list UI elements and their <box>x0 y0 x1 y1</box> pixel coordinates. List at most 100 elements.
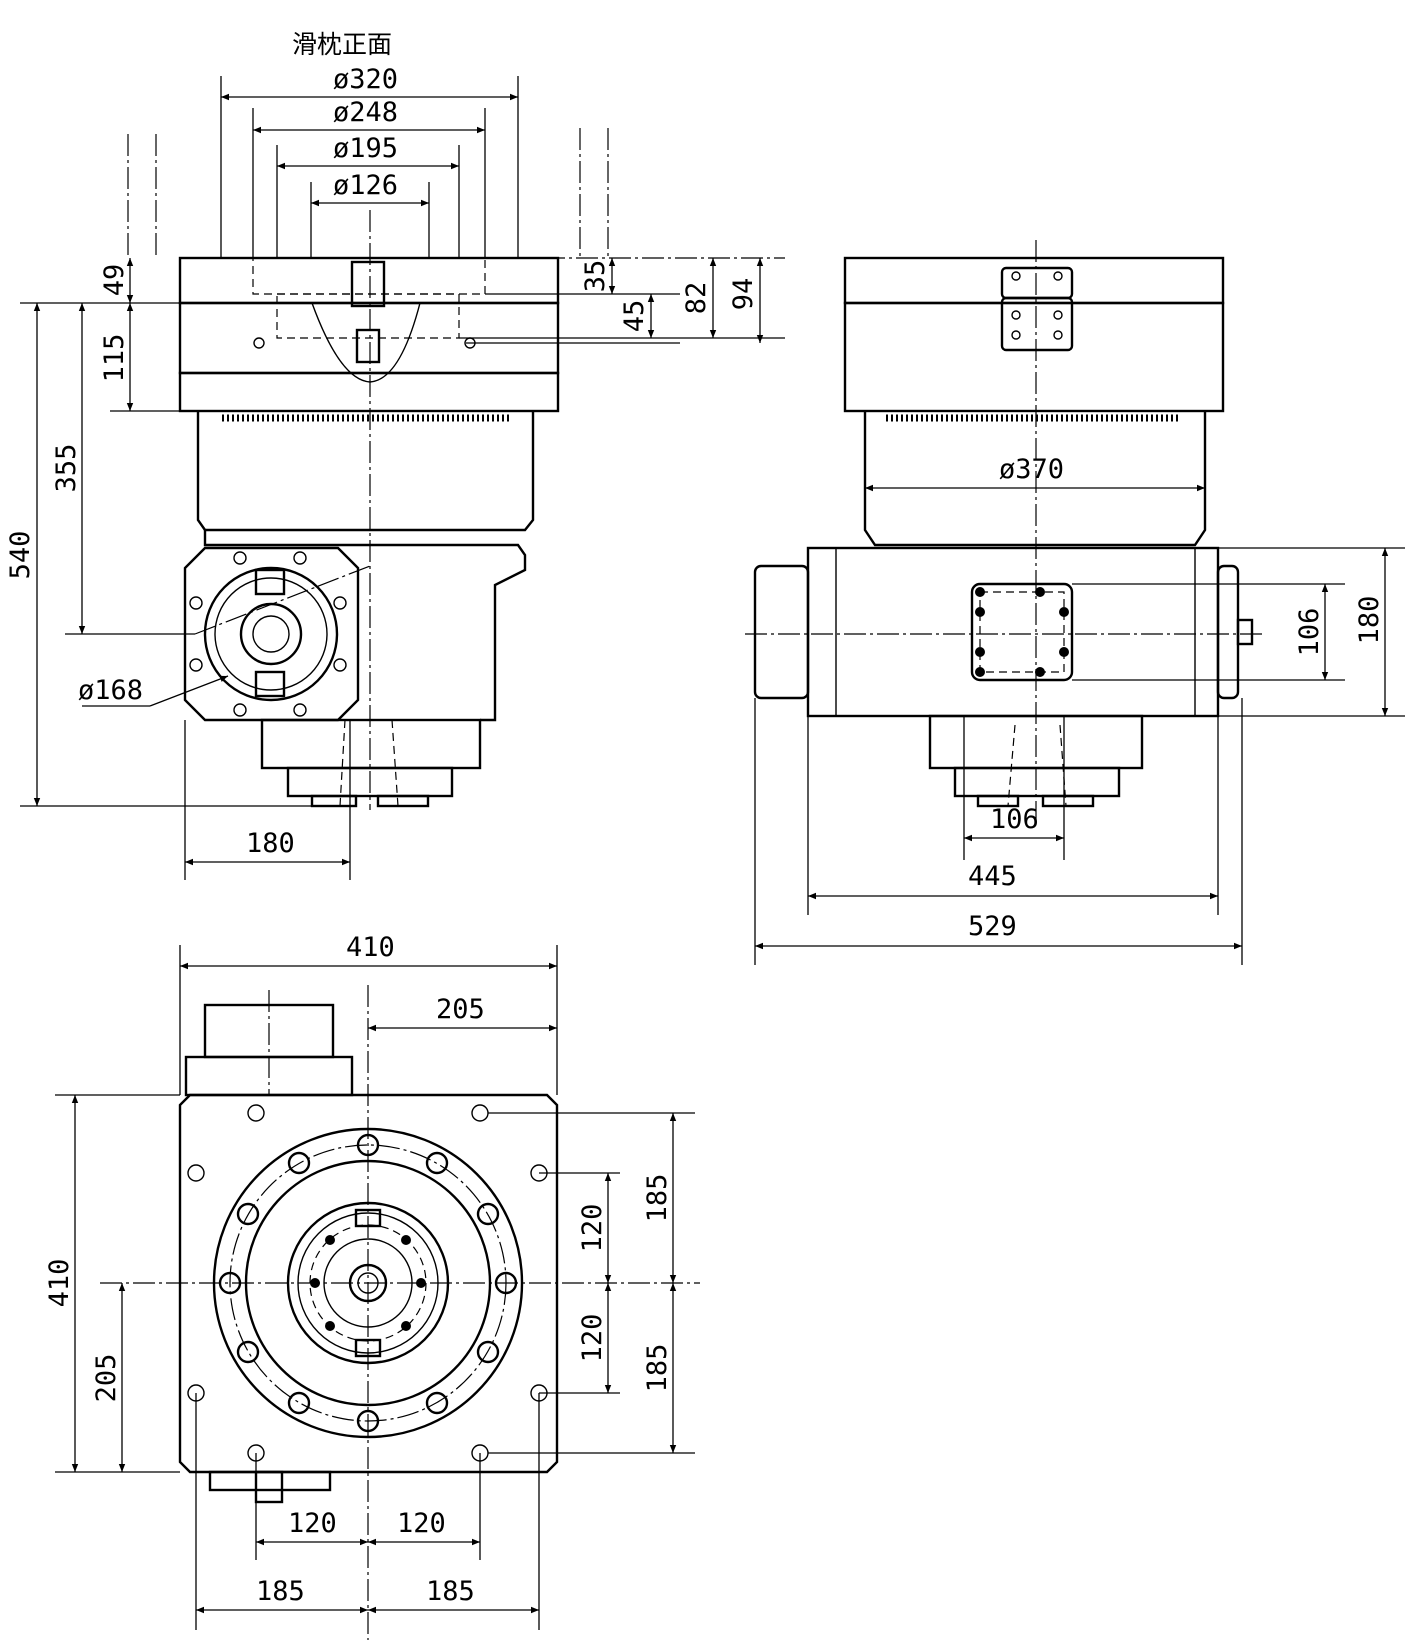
bottom-square-plate <box>178 1093 559 1474</box>
slot-bolt <box>1053 330 1063 340</box>
bottom-tab <box>208 1470 332 1492</box>
housing-nose <box>286 766 454 798</box>
right-angle-flange <box>183 546 360 722</box>
nose-tip-left <box>310 794 358 808</box>
dim-w185-right: 185 <box>426 1576 475 1607</box>
flange-bolt <box>189 658 203 672</box>
bottom-view: 410 205 185 120 120 185 410 205 120 120 <box>44 932 700 1640</box>
side-housing-nose <box>953 766 1121 798</box>
hidden-line <box>1007 724 1016 807</box>
flange-bolt <box>233 551 247 565</box>
flange-circle-outer <box>203 566 339 702</box>
dim-w120-right: 120 <box>397 1508 446 1539</box>
slot-bolt <box>1053 271 1063 281</box>
ram-flange <box>178 371 560 413</box>
flange-bolt <box>293 703 307 717</box>
slot-bolt <box>1011 271 1021 281</box>
dim-h185-bottom: 185 <box>642 1344 673 1393</box>
slot-bolt <box>1011 330 1021 340</box>
pad-bolt <box>1035 667 1045 677</box>
hidden-line <box>1059 724 1067 807</box>
side-end-stub <box>1236 618 1254 646</box>
ram-top-plate <box>178 256 560 305</box>
side-view: ø370 106 180 106 445 529 <box>745 240 1405 965</box>
dim-w106-side: 106 <box>990 804 1039 835</box>
slot-bolt <box>1011 310 1021 320</box>
dim-h49: 49 <box>99 264 130 297</box>
side-pad-pattern <box>979 591 1065 673</box>
dim-d370: ø370 <box>999 454 1064 485</box>
dim-w185-left: 185 <box>256 1576 305 1607</box>
dim-w529: 529 <box>968 911 1017 942</box>
dim-w180: 180 <box>246 828 295 859</box>
front-view: 滑枕正面 <box>5 30 785 880</box>
drawbar-contour <box>311 302 421 383</box>
pad-bolt <box>975 667 985 677</box>
bottom-tab-key <box>254 1470 284 1504</box>
flange-circle-inner <box>214 577 328 691</box>
leader-d168-arrow <box>149 675 229 707</box>
flange-bolt <box>333 596 347 610</box>
side-top-plate <box>843 256 1225 305</box>
dim-h180-side: 180 <box>1354 596 1385 645</box>
housing-lower <box>203 530 527 722</box>
dim-h120-bottom: 120 <box>577 1314 608 1363</box>
spindle-bore-inner <box>252 615 290 653</box>
dim-w410: 410 <box>346 932 395 963</box>
side-end-cap <box>1216 564 1240 700</box>
pad-bolt <box>1059 647 1069 657</box>
dim-h82: 82 <box>681 282 712 315</box>
side-motor-cap <box>753 564 810 700</box>
dim-h540: 540 <box>5 531 36 580</box>
dim-h94: 94 <box>728 278 759 311</box>
dim-d248: ø248 <box>333 97 398 128</box>
drawbar-head <box>355 328 381 364</box>
dim-h205: 205 <box>91 1354 122 1403</box>
pad-bolt <box>975 607 985 617</box>
nose-tip-right <box>376 794 430 808</box>
dim-h355: 355 <box>51 444 82 493</box>
dim-d126: ø126 <box>333 170 398 201</box>
side-nose-tip <box>1041 794 1095 808</box>
hidden-bore-2 <box>276 293 460 339</box>
spindle-housing <box>196 411 535 532</box>
slot-bolt <box>1053 310 1063 320</box>
pad-bolt <box>1059 607 1069 617</box>
side-key-slot-top <box>1000 266 1074 300</box>
dim-h115: 115 <box>99 334 130 383</box>
hidden-bore-1 <box>252 257 486 295</box>
side-spindle-housing <box>863 411 1207 547</box>
flange-bolt <box>189 596 203 610</box>
dim-w445: 445 <box>968 861 1017 892</box>
dim-h410: 410 <box>44 1259 75 1308</box>
dim-h185-top: 185 <box>642 1174 673 1223</box>
key-bottom <box>254 670 286 698</box>
dim-h45: 45 <box>619 300 650 333</box>
front-view-title: 滑枕正面 <box>292 30 392 59</box>
drawbar-top <box>350 260 386 308</box>
side-upper-body <box>843 301 1225 413</box>
hidden-line <box>339 719 346 807</box>
pad-bolt <box>975 587 985 597</box>
pad-bolt <box>975 647 985 657</box>
key-top <box>254 568 286 596</box>
flange-diagonal <box>194 565 371 635</box>
side-motor-body <box>806 546 1220 718</box>
flange-bolt <box>333 658 347 672</box>
dim-d320: ø320 <box>333 64 398 95</box>
hidden-line <box>391 719 399 807</box>
pad-bolt <box>1035 587 1045 597</box>
dim-h120-top: 120 <box>577 1204 608 1253</box>
dim-h106-side: 106 <box>1294 608 1325 657</box>
side-mount-pad <box>970 582 1074 682</box>
dim-d168: ø168 <box>78 675 143 706</box>
side-nose-tip <box>976 794 1020 808</box>
front-bolt-left <box>253 337 265 349</box>
flange-bolt <box>233 703 247 717</box>
bottom-spindle-bolts <box>310 1235 426 1331</box>
spindle-bore <box>239 602 303 666</box>
dim-h35: 35 <box>580 260 611 293</box>
side-key-slot <box>1000 296 1074 352</box>
